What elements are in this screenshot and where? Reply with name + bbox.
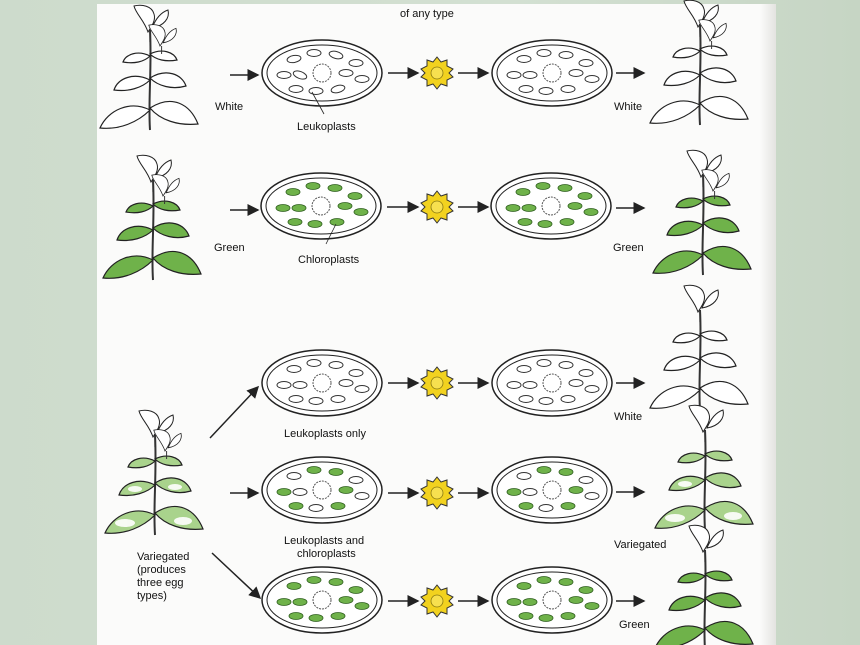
row-white: White Leukoplasts (99, 0, 749, 133)
pollen-grain-white (420, 56, 454, 90)
plant-label-white: White (215, 101, 243, 113)
egg-cell-mixed (261, 456, 383, 524)
plant-variegated-offspring (654, 404, 754, 531)
egg-label-mixed-line2: chloroplasts (297, 548, 356, 560)
plant-label-variegated-line2: (produces (137, 564, 186, 576)
plant-label-green: Green (214, 242, 245, 254)
page-edge-shadow (760, 4, 776, 645)
pollen-grain-branch3 (420, 584, 454, 618)
egg-cell-leukoplasts-only (261, 349, 383, 417)
row-green: Green Chloroplasts (102, 149, 752, 281)
egg-cell-white (261, 39, 383, 107)
egg-label-leukoplasts-only: Leukoplasts only (284, 428, 366, 440)
offspring-label-green: Green (613, 242, 644, 254)
zygote-branch2 (491, 456, 613, 524)
plant-green-offspring-branch3 (654, 524, 754, 645)
plant-label-variegated-line4: types) (137, 590, 167, 602)
zygote-branch1 (491, 349, 613, 417)
plant-white-offspring-branch1 (649, 284, 749, 411)
offspring-label-branch1: White (614, 411, 642, 423)
egg-cell-chloroplasts (261, 566, 383, 634)
offspring-label-branch2: Variegated (614, 539, 666, 551)
organelle-label-leukoplasts: Leukoplasts (297, 121, 356, 133)
egg-label-mixed-line1: Leukoplasts and (284, 535, 364, 547)
zygote-branch3 (491, 566, 613, 634)
zygote-white (491, 39, 613, 107)
plant-label-variegated-line3: three egg (137, 577, 183, 589)
offspring-label-branch3: Green (619, 619, 650, 631)
pollen-grain-green (420, 190, 454, 224)
organelle-label-chloroplasts: Chloroplasts (298, 254, 360, 266)
plant-white-parent (99, 4, 199, 131)
zygote-green (490, 172, 612, 240)
plant-variegated-parent (104, 409, 204, 536)
offspring-label-white: White (614, 101, 642, 113)
pollen-grain-branch2 (420, 476, 454, 510)
row-variegated: Variegated (produces three egg types) (104, 284, 754, 645)
plant-green-parent (102, 154, 202, 281)
pollen-grain-branch1 (420, 366, 454, 400)
plant-white-offspring (649, 0, 749, 126)
header-label: of any type (400, 8, 454, 20)
arrow (211, 552, 262, 600)
arrow (209, 385, 260, 439)
plant-label-variegated-line1: Variegated (137, 551, 189, 563)
plant-green-offspring (652, 149, 752, 276)
egg-cell-green (260, 172, 382, 240)
